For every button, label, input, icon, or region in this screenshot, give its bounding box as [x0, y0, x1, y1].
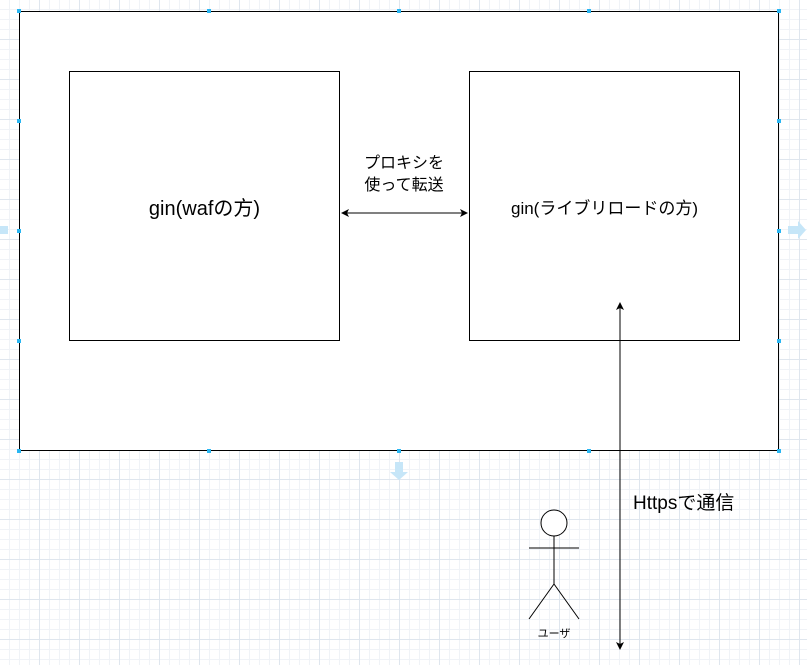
https-label: Httpsで通信 — [633, 493, 735, 514]
gin-waf-box[interactable]: gin(wafの方) — [69, 71, 340, 341]
user-label: ユーザ — [537, 628, 571, 640]
hint-arrow-down-icon — [390, 462, 408, 480]
gin-live-reload-label: gin(ライブリロードの方) — [510, 198, 698, 218]
proxy-label: プロキシを 使って転送 — [340, 153, 468, 197]
user-actor-icon[interactable] — [528, 509, 580, 620]
hint-arrow-right-icon — [788, 221, 806, 239]
proxy-label-line1: プロキシを — [363, 155, 444, 172]
hint-arrow-left-icon — [0, 226, 8, 234]
gin-live-reload-box[interactable]: gin(ライブリロードの方) — [469, 71, 740, 341]
gin-waf-label: gin(wafの方) — [148, 197, 261, 220]
proxy-label-line2: 使って転送 — [364, 177, 444, 194]
